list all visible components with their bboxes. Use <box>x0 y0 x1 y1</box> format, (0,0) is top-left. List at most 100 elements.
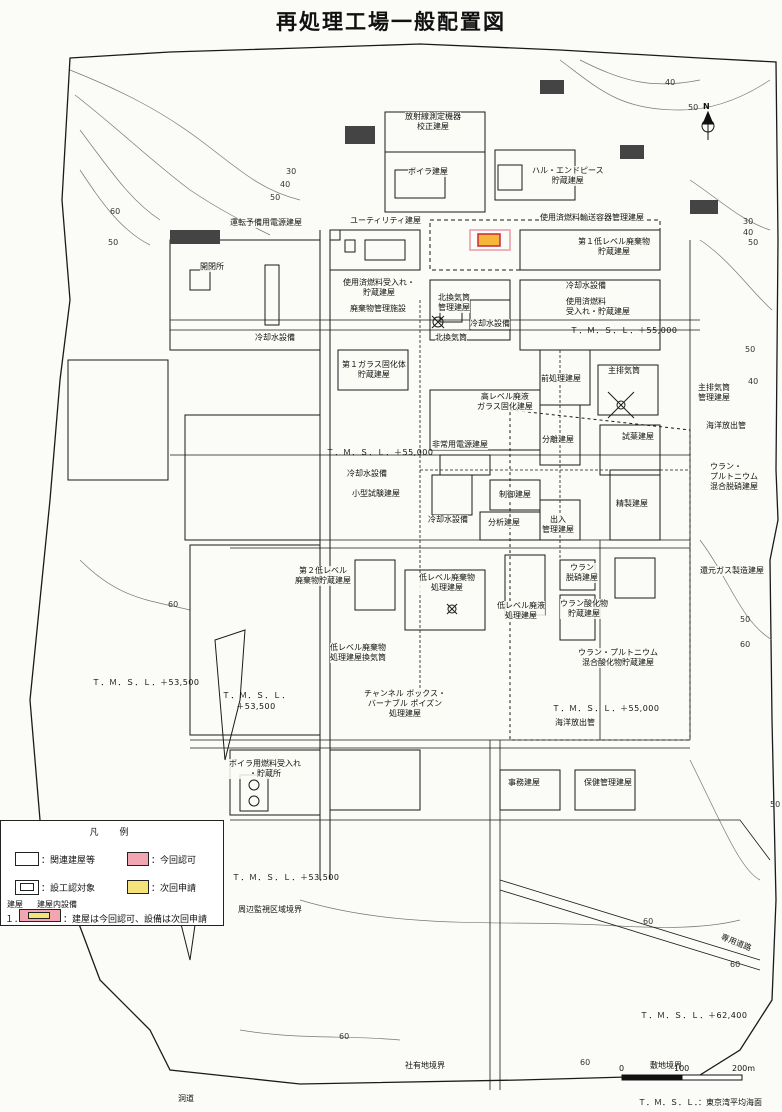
label-small-test: 小型試験建屋 <box>352 489 400 499</box>
building <box>169 239 321 351</box>
label-main-exhaust-mgmt: 主排気筒 管理建屋 <box>698 383 730 403</box>
legend-swatch-note-inner <box>28 912 50 919</box>
label-cooling-left: 冷却水設備 <box>255 333 295 343</box>
footer-note: Ｔ．Ｍ．Ｓ．Ｌ．：東京湾平均海面 <box>638 1098 762 1107</box>
label-cooling-mid2: 冷却水設備 <box>428 515 468 525</box>
road <box>499 879 761 971</box>
contour-label: 40 <box>748 377 759 386</box>
label-refining: 精製建屋 <box>616 499 648 509</box>
building <box>439 454 491 476</box>
contour-line <box>699 539 773 641</box>
label-lowlevel-exhaust: 低レベル廃棄物 処理建屋換気筒 <box>330 643 386 663</box>
label-tmsl-55-top: Ｔ．Ｍ．Ｓ．Ｌ．＋55,000 <box>570 326 678 335</box>
contour-label: 60 <box>580 1058 591 1067</box>
label-boiler: ボイラ建屋 <box>408 167 448 177</box>
label-half-end: ハル・エンドピース 貯蔵建屋 <box>532 166 604 186</box>
label-pretreatment: 前処理建屋 <box>541 374 581 384</box>
contour-line <box>79 559 191 611</box>
contour-line <box>689 179 771 231</box>
contour-label: 60 <box>740 640 751 649</box>
label-tmsl-535-left: Ｔ．Ｍ．Ｓ．Ｌ．＋53,500 <box>92 678 200 687</box>
cooling-tower <box>345 126 375 144</box>
label-ocean-discharge-1: 海洋放出管 <box>706 421 746 431</box>
label-spent-fuel-receipt2: 使用済燃料 受入れ・貯蔵建屋 <box>566 297 630 317</box>
label-security: 保健管理建屋 <box>584 778 632 788</box>
cooling-tower <box>170 230 220 244</box>
legend-equipment: 建屋内設備 <box>37 900 77 909</box>
label-site-boundary: 敷地境界 <box>650 1061 682 1071</box>
legend-swatch-next <box>127 880 149 894</box>
road <box>190 739 690 749</box>
building <box>189 269 211 291</box>
label-reducing-gas: 還元ガス製造建屋 <box>700 566 764 576</box>
label-gatehouse: 開閉所 <box>200 262 224 272</box>
approved-highlight <box>477 233 501 247</box>
label-analysis: 分析建屋 <box>488 518 520 528</box>
label-tmsl-55-bottom: Ｔ．Ｍ．Ｓ．Ｌ．＋55,000 <box>552 704 660 713</box>
contour-label: 60 <box>730 960 741 969</box>
label-north-exhaust: 北換気筒 <box>435 333 467 343</box>
contour-label: 60 <box>110 207 121 216</box>
label-access-mgmt: 出入 管理建屋 <box>542 515 574 535</box>
legend-note-text: ：建屋は今回認可、設備は次回申請 <box>63 915 208 925</box>
label-company-boundary: 社有地境界 <box>405 1061 445 1071</box>
building <box>229 749 321 816</box>
building <box>614 557 656 599</box>
road <box>319 230 331 880</box>
label-north-exhaust-mgmt: 北換気筒 管理建屋 <box>438 293 470 313</box>
road <box>230 539 690 549</box>
label-glass-1: 第１ガラス固化体 貯蔵建屋 <box>342 360 406 380</box>
label-control: 制御建屋 <box>499 490 531 500</box>
label-radiation-measure: 放射線測定機器 校正建屋 <box>405 112 461 132</box>
road <box>170 319 700 331</box>
legend-design-target: ：設工認対象 <box>41 884 96 894</box>
contour-label: 40 <box>665 78 676 87</box>
legend-next-application: ：次回申請 <box>151 884 197 894</box>
contour-label: 50 <box>748 238 759 247</box>
scale-tick-label: 200m <box>732 1064 756 1073</box>
building <box>597 364 659 416</box>
scale-tick-label: 100 <box>674 1064 690 1073</box>
label-tmsl-535-bottom: Ｔ．Ｍ．Ｓ．Ｌ．＋53,500 <box>232 873 340 882</box>
legend-note-number: １． <box>5 915 24 925</box>
contour-label: 40 <box>743 228 754 237</box>
label-ocean-discharge-2: 海洋放出管 <box>555 718 595 728</box>
building <box>184 414 321 541</box>
building <box>499 769 561 811</box>
legend-related: ：関連建屋等 <box>41 856 96 866</box>
label-uranium-denitration: ウラン 脱硝建屋 <box>566 563 598 583</box>
contour-label: 50 <box>770 800 781 809</box>
legend-title: 凡 例 <box>89 828 135 838</box>
cooling-tower <box>690 200 718 214</box>
label-cooling-mid: 冷却水設備 <box>347 469 387 479</box>
north-arrow <box>701 110 715 140</box>
building <box>344 239 356 253</box>
label-emergency-power: 非常用電源建屋 <box>432 440 488 450</box>
legend-building: 建屋 <box>7 900 23 909</box>
label-tmsl-535-mid: Ｔ．Ｍ．Ｓ．Ｌ． ＋53,500 <box>222 691 290 711</box>
label-boiler-fuel: ボイラ用燃料受入れ ・貯蔵所 <box>229 759 301 779</box>
label-cask-management: 使用済燃料輸送容器管理建屋 <box>540 213 644 223</box>
label-channel-box: チャンネル ボックス・ バーナブル ポイズン 処理建屋 <box>364 689 447 719</box>
contour-label: 30 <box>286 167 297 176</box>
scale-bar <box>621 1074 743 1081</box>
building <box>264 264 280 326</box>
building <box>469 299 511 331</box>
legend: 凡 例 ：関連建屋等 ：今回認可 ：設工認対象 ：次回申請 建屋 建屋内設備 １… <box>0 820 224 926</box>
contour-label: 40 <box>280 180 291 189</box>
label-main-exhaust: 主排気筒 <box>608 366 640 376</box>
contour-label: 50 <box>270 193 281 202</box>
label-cooling-top2: 冷却水設備 <box>470 319 510 329</box>
site-boundary-line <box>29 43 779 1085</box>
label-uranium-plutonium-mix: ウラン・ プルトニウム 混合脱硝建屋 <box>710 462 758 492</box>
contour-line <box>239 1029 401 1041</box>
building <box>574 769 636 811</box>
legend-approved: ：今回認可 <box>151 856 197 866</box>
label-tmsl-55-left: Ｔ．Ｍ．Ｓ．Ｌ．＋55,000 <box>326 448 434 457</box>
exhaust-stack-symbol <box>607 391 635 419</box>
label-utility: ユーティリティ建屋 <box>350 216 422 226</box>
building <box>329 749 421 811</box>
legend-swatch-related <box>15 852 39 866</box>
label-office: 事務建屋 <box>508 778 540 788</box>
